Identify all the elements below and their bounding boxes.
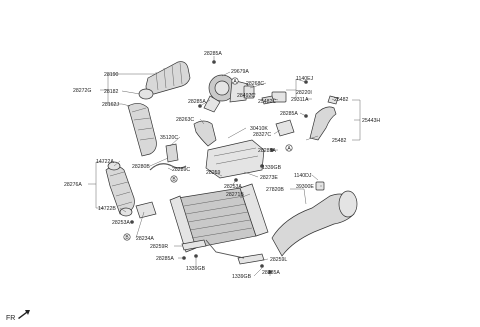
rail-28259l [237, 253, 265, 265]
marker-b-bottom-label: B [125, 235, 129, 241]
small-hose-25482c [261, 95, 275, 105]
label-28285a-bottom-right: 28285A [262, 270, 280, 276]
outlet-flange [338, 190, 358, 218]
leader-lines [88, 56, 361, 277]
label-28285a-top: 28285A [204, 51, 222, 57]
label-29311a: 29311A [291, 97, 309, 103]
pipe-28280b [165, 143, 179, 163]
small-bracket [275, 119, 295, 137]
label-28234a: 28234A [136, 236, 154, 242]
part-labels: 28285A 29679A 28190 28272G 28182 28162J … [64, 51, 380, 280]
label-28285a-center: 28285A [258, 148, 276, 154]
label-29679a: 29679A [231, 69, 249, 75]
valve-block [243, 85, 255, 99]
bracket-plate [205, 139, 265, 179]
label-28259l: 28259L [270, 257, 287, 263]
label-28276a: 28276A [64, 182, 82, 188]
label-28327c: 28327C [253, 132, 271, 138]
sensor-28234a [135, 201, 157, 219]
marker-a-bottom-label: A [287, 146, 291, 152]
pipe-28263c [193, 120, 217, 147]
label-28182: 28182 [104, 89, 119, 95]
label-28271b: 28271B [226, 192, 244, 198]
label-25443h: 25443H [362, 118, 380, 124]
label-28268c: 28268C [246, 81, 264, 87]
label-28190: 28190 [104, 72, 119, 78]
label-25482-bottom: 25482 [332, 138, 347, 144]
rail-28259r [181, 239, 207, 251]
label-25482c: 25482C [258, 99, 276, 105]
tube-28289c [149, 163, 187, 171]
label-28280b: 28280B [132, 164, 150, 170]
corrugated-hose [127, 103, 157, 157]
intercooler [169, 183, 269, 253]
fr-label: FR [6, 315, 15, 322]
label-28259r: 28259R [150, 244, 168, 250]
label-28253a-left: 28253A [112, 220, 130, 226]
marker-a-top [231, 77, 239, 85]
marker-b-top [170, 175, 178, 183]
label-14722a: 14722A [96, 159, 114, 165]
label-28272g: 28272G [73, 88, 91, 94]
parts-illustration [105, 60, 358, 274]
marker-a-bottom [285, 144, 293, 152]
front-direction: FR [6, 310, 30, 322]
marker-a-top-label: A [233, 79, 237, 85]
label-28285a-bottom: 28285A [156, 256, 174, 262]
label-28162j: 28162J [102, 102, 119, 108]
label-27820b: 27820B [266, 187, 284, 193]
right-hose [309, 106, 337, 141]
label-28492c: 28492C [237, 93, 255, 99]
bracket-line [205, 239, 245, 259]
label-28285a-right: 28285A [280, 111, 298, 117]
label-28253a-center: 28253A [224, 184, 242, 190]
turbocharger [203, 74, 249, 113]
label-1339gb-a: 1339GB [262, 165, 282, 171]
label-1140ej: 1140EJ [296, 76, 314, 82]
label-1339gb-b: 1339GB [186, 266, 206, 272]
label-28285a-mid: 28285A [188, 99, 206, 105]
label-30410k: 30410K [250, 126, 268, 132]
label-25482-right: 25482 [334, 97, 349, 103]
small-clamp-r [327, 95, 339, 105]
reference-markers: A A B B [123, 77, 293, 241]
marker-b-top-label: B [172, 177, 176, 183]
label-28259-center: 28259 [206, 170, 221, 176]
intake-hose [145, 61, 191, 95]
label-14722b: 14722B [98, 206, 116, 212]
label-1140dj: 1140DJ [294, 173, 312, 179]
label-28273e: 28273E [260, 175, 278, 181]
label-1339gb-c: 1339GB [232, 274, 252, 280]
fr-arrow-icon [18, 310, 30, 319]
label-39300e: 39300E [296, 184, 314, 190]
clamp-ring [138, 88, 154, 100]
label-28220i: 28220I [296, 90, 312, 96]
bolt-b3 [260, 264, 264, 268]
label-35120c: 35120C [160, 135, 178, 141]
label-28289c: 28289C [172, 167, 190, 173]
marker-b-bottom [123, 233, 131, 241]
label-28263c: 28263C [176, 117, 194, 123]
